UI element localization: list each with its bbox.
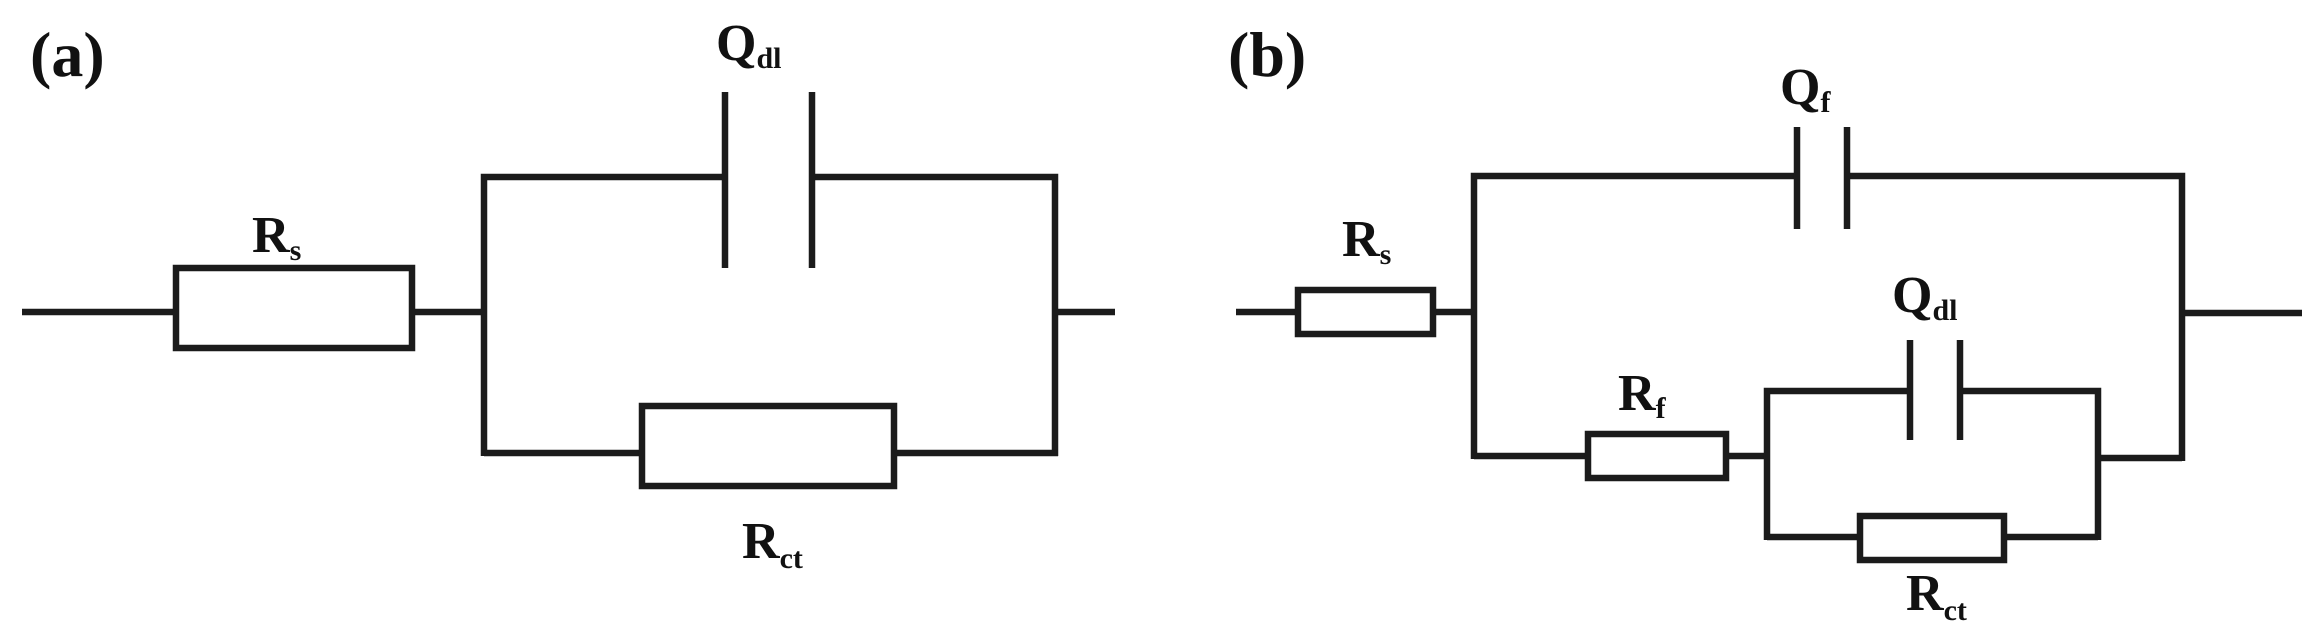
panel-b-rf-label: Rf [1618,365,1667,425]
panel-b-qdl-label: Qdl [1892,267,1957,327]
panel-b-outer-top-wire [1470,172,1797,459]
panel-b-outer-top-wire-right [1847,172,2186,461]
panel-a-rct-label: Rct [742,513,803,575]
panel-b-inner-top-wire-right [1960,387,2102,540]
panel-b-rct-label: Rct [1906,565,1967,627]
panel-b-rs-resistor [1294,286,1437,338]
panel-b-rs-label: Rs [1342,211,1391,271]
panel-b-label: (b) [1228,19,1306,90]
panel-a-qdl-label: Qdl [716,15,781,75]
panel-b-rct-resistor [1856,512,2008,564]
panel-b-qf-label: Qf [1780,59,1831,119]
panel-a-top-branch-wire [480,173,725,456]
panel-b-rf-resistor [1584,430,1730,482]
panel-a-rct-resistor [638,402,898,490]
panel-b: (b) Rs Qf Rf Qdl Rct [1228,19,2302,627]
panel-b-inner-top-wire [1763,387,1910,540]
panel-a-label: (a) [30,19,105,90]
panel-a-top-branch-wire-right [812,173,1059,456]
panel-a: (a) Rs Qdl Rct [22,15,1115,575]
panel-a-rs-label: Rs [252,207,301,267]
panel-a-rs-resistor [172,264,416,352]
